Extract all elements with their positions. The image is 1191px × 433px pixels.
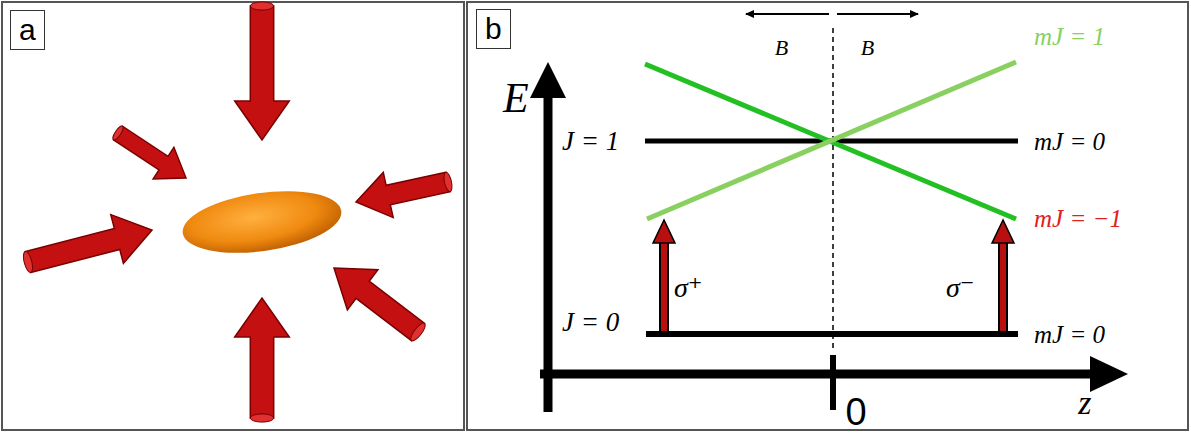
field-arrow (837, 13, 918, 15)
axis-label: E (503, 77, 529, 119)
level-label: mJ = 1 (1034, 24, 1105, 49)
panel-letter: a (10, 10, 45, 50)
laser-beam (356, 172, 450, 217)
beam-end (250, 2, 273, 10)
energy-axis (544, 95, 553, 412)
laser-beam (25, 215, 152, 273)
beam-end (22, 251, 35, 274)
beam-end (111, 125, 125, 142)
position-axis (540, 370, 1090, 379)
transition-arrow (653, 220, 675, 331)
laser-beam (235, 6, 290, 140)
laser-beams (22, 2, 454, 422)
level-mj1 (647, 62, 1016, 219)
transition-label: σ⁺ (674, 274, 703, 302)
laser-beam (114, 126, 187, 179)
level-label: J = 0 (562, 309, 619, 336)
transition-arrow (992, 220, 1014, 331)
level-label: J = 1 (562, 128, 619, 155)
field-arrow (746, 13, 829, 15)
axis-label: z⃗ (1078, 386, 1118, 420)
origin-label: 0 (845, 393, 866, 431)
origin-tick (830, 355, 836, 410)
panel-frame (467, 2, 1188, 430)
beam-end (408, 321, 427, 343)
beam-end (443, 172, 454, 193)
level-label: mJ = 0 (1034, 322, 1105, 347)
level-label: mJ = −1 (1034, 206, 1122, 231)
beam-end (250, 414, 273, 422)
laser-beam (334, 268, 425, 341)
ground-level (646, 331, 1018, 337)
laser-beam (235, 298, 290, 418)
panel-letter: b (476, 9, 511, 49)
field-label: B⃗ (861, 37, 892, 59)
panel-frame (2, 2, 464, 430)
transition-label: σ⁻ (946, 274, 975, 302)
level-label: mJ = 0 (1034, 129, 1105, 154)
field-label: B⃗ (775, 37, 806, 59)
atom-cloud (179, 182, 346, 262)
center-line (832, 28, 834, 350)
axis-head (530, 62, 566, 98)
